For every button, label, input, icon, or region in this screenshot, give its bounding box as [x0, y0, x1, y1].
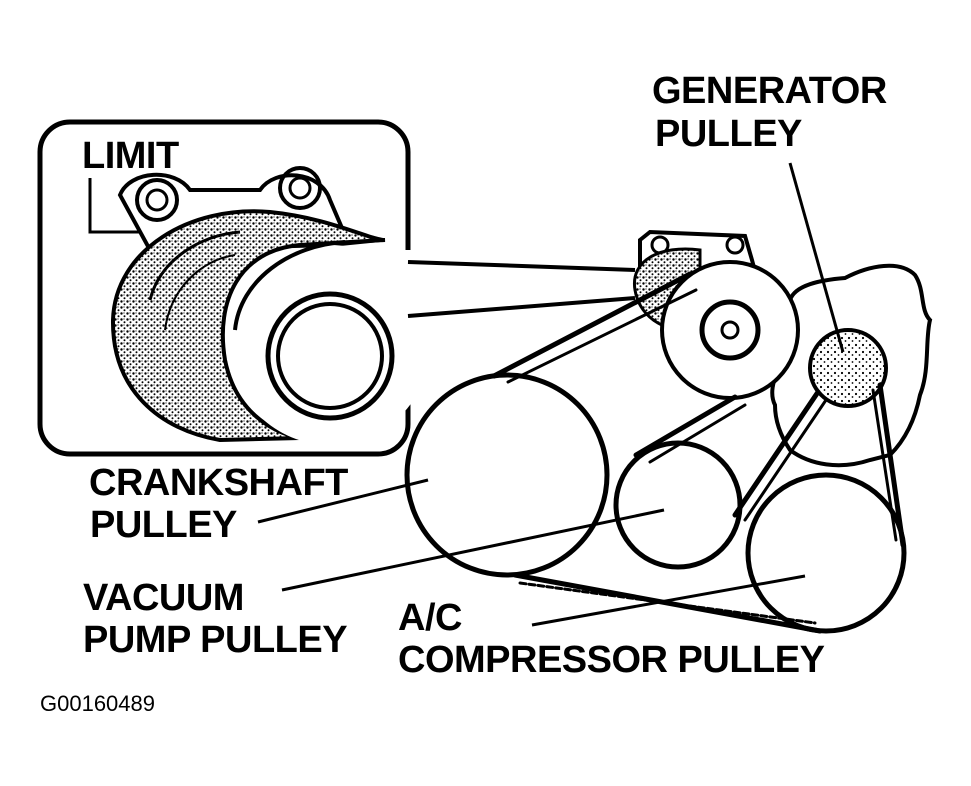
- tensioner-body: [110, 209, 386, 443]
- figure-code: G00160489: [40, 691, 155, 716]
- generator-pulley-label-line2: PULLEY: [655, 113, 802, 155]
- tensioner-pulley-detail: [230, 245, 430, 445]
- limit-leader: [88, 178, 140, 234]
- tensioner-hub-outer: [265, 291, 395, 421]
- generator-pulley-leader: [788, 162, 845, 353]
- ac-compressor-pulley: [745, 472, 907, 634]
- generator-pulley-label-line1: GENERATOR: [652, 70, 887, 112]
- vacuum-pump-pulley-leader: [281, 508, 665, 592]
- crankshaft-pulley-label-line1: CRANKSHAFT: [89, 462, 348, 504]
- crankshaft-pulley-leader: [257, 478, 429, 524]
- vacuum-pump-pulley: [613, 440, 743, 570]
- tensioner-hub-inner: [276, 302, 384, 410]
- ac-compressor-pulley-leader: [531, 574, 806, 627]
- serpentine-belt: [491, 271, 906, 634]
- crankshaft-pulley-label-line2: PULLEY: [90, 504, 237, 546]
- tensioner-detail-inset: LIMIT: [37, 119, 430, 457]
- bracket-bolt-left: [135, 178, 179, 222]
- inset-callout-lower: [407, 296, 636, 318]
- bracket-bolt-right: [278, 166, 322, 210]
- vacuum-pump-pulley-label-line1: VACUUM: [83, 577, 244, 619]
- tensioner-bracket: [117, 172, 381, 253]
- crankshaft-pulley: [404, 372, 610, 578]
- vacuum-pump-pulley-label-line2: PUMP PULLEY: [83, 619, 347, 661]
- inset-callout-upper: [407, 260, 636, 272]
- ac-compressor-pulley-label-line1: A/C: [398, 597, 462, 639]
- generator-pulley: [808, 328, 888, 408]
- limit-label: LIMIT: [82, 135, 179, 177]
- ac-compressor-pulley-label-line2: COMPRESSOR PULLEY: [398, 639, 825, 681]
